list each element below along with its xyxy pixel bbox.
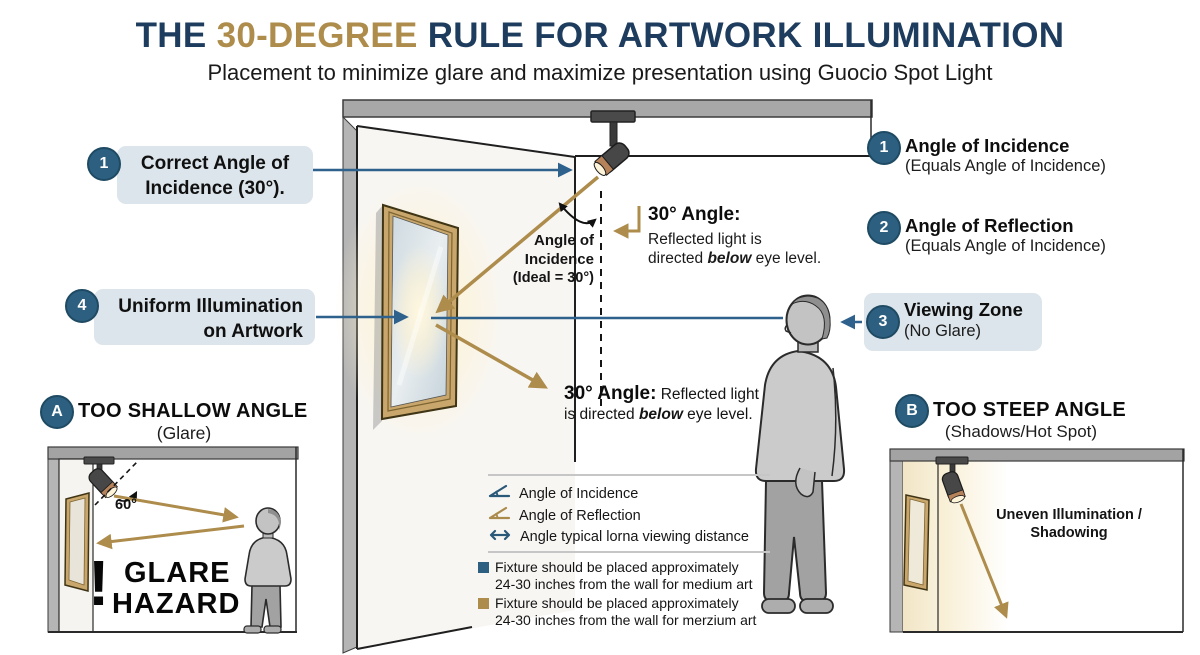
badge-1-left: 1 xyxy=(87,147,121,181)
section-a-subtitle: (Glare) xyxy=(156,423,212,443)
artwork-a xyxy=(64,492,90,592)
viewing-zone-sub: (No Glare) xyxy=(904,322,982,340)
legend-item-incidence: Angle of Incidence xyxy=(488,484,638,503)
page-subtitle: Placement to minimize glare and maximize… xyxy=(207,60,993,85)
viewing-zone-title: Viewing Zone xyxy=(904,299,1023,320)
incident-beam-arrow xyxy=(435,175,600,314)
section-b-subtitle: (Shadows/Hot Spot) xyxy=(944,422,1098,441)
glare-warning-line2: HAZARD xyxy=(112,588,241,620)
gold-square-bullet xyxy=(478,598,489,609)
callout-correct-angle: Correct Angle of Incidence (30°). xyxy=(117,146,313,204)
lower-angle-note: 30° Angle: Reflected light is directed b… xyxy=(564,383,759,424)
artwork-frame xyxy=(373,203,460,430)
dashed-line-a xyxy=(94,461,138,506)
badge-b: B xyxy=(895,394,929,428)
viewing-distance-arrow-icon xyxy=(488,528,512,546)
legend-bottom-divider xyxy=(488,551,770,553)
fixture-note-medium: Fixture should be placed approximately 2… xyxy=(478,559,753,592)
right-callout-reflection-sub: (Equals Angle of Incidence) xyxy=(905,237,1106,255)
callout-correct-angle-line2: Incidence (30°). xyxy=(145,178,285,199)
reflected-beam-arrow xyxy=(435,323,548,389)
angle-arc-a xyxy=(117,491,138,502)
angle-arc-arrow xyxy=(558,202,597,228)
legend-item-viewing-distance: Angle typical lorna viewing distance xyxy=(488,528,749,546)
steep-beam-arrow xyxy=(959,503,1009,619)
diagram-b-too-steep xyxy=(889,448,1185,633)
lower-angle-heading: 30° Angle: xyxy=(564,383,657,404)
viewer-person xyxy=(754,294,846,614)
badge-1-right: 1 xyxy=(867,131,901,165)
spotlight-b-icon xyxy=(935,456,969,504)
section-a-title: TOO SHALLOW ANGLE xyxy=(78,400,308,422)
glare-exclamation: ! xyxy=(88,547,111,619)
glare-beam-to-eye-arrow xyxy=(113,494,239,523)
ceiling-track-spotlight-icon xyxy=(590,110,636,176)
badge-a: A xyxy=(40,395,74,429)
section-b-title: TOO STEEP ANGLE xyxy=(933,399,1127,421)
badge-4-left: 4 xyxy=(65,289,99,323)
callout-correct-angle-line1: Correct Angle of xyxy=(140,153,290,174)
glare-beam-back-arrow xyxy=(96,524,245,550)
legend-item-reflection: Angle of Reflection xyxy=(488,506,641,525)
viewer-person-a xyxy=(243,507,292,634)
angle-reflection-icon xyxy=(488,506,511,525)
glare-warning-line1: GLARE xyxy=(124,557,231,589)
fixture-note-merzium: Fixture should be placed approximately 2… xyxy=(478,595,756,628)
right-callout-incidence-sub: (Equals Angle of Incidence) xyxy=(905,157,1106,175)
upper-angle-note: 30° Angle: Reflected light is directed b… xyxy=(648,204,822,267)
angle-60-label: 60° xyxy=(115,497,137,513)
callout-uniform-line2: on Artwork xyxy=(203,321,303,342)
ceiling-band-b xyxy=(889,448,1185,462)
angle-incidence-icon xyxy=(488,484,511,503)
right-callout-incidence-title: Angle of Incidence xyxy=(905,135,1070,156)
diagram-a-too-shallow xyxy=(47,446,299,634)
ceiling-band-a xyxy=(47,446,299,460)
upper-angle-heading: 30° Angle: xyxy=(648,204,741,225)
legend-top-divider xyxy=(488,474,770,476)
callout-uniform-line1: Uniform Illumination xyxy=(118,296,303,317)
page-title: THE 30-DEGREE RULE FOR ARTWORK ILLUMINAT… xyxy=(135,16,1065,55)
callout-uniform-illumination: Uniform Illumination on Artwork xyxy=(94,289,315,345)
callout-pointer-gold-arrow xyxy=(613,206,641,239)
right-callout-reflection-title: Angle of Reflection xyxy=(905,215,1074,236)
navy-square-bullet xyxy=(478,562,489,573)
badge-2-right: 2 xyxy=(867,211,901,245)
badge-3-right: 3 xyxy=(866,305,900,339)
title-highlight: 30-DEGREE xyxy=(216,16,418,55)
incidence-ideal-label: Angle of Incidence (Ideal = 30°) xyxy=(512,232,594,286)
uneven-illumination-note: Uneven Illumination / Shadowing xyxy=(996,507,1142,541)
main-diagram xyxy=(313,99,873,654)
artwork-b xyxy=(903,494,930,591)
